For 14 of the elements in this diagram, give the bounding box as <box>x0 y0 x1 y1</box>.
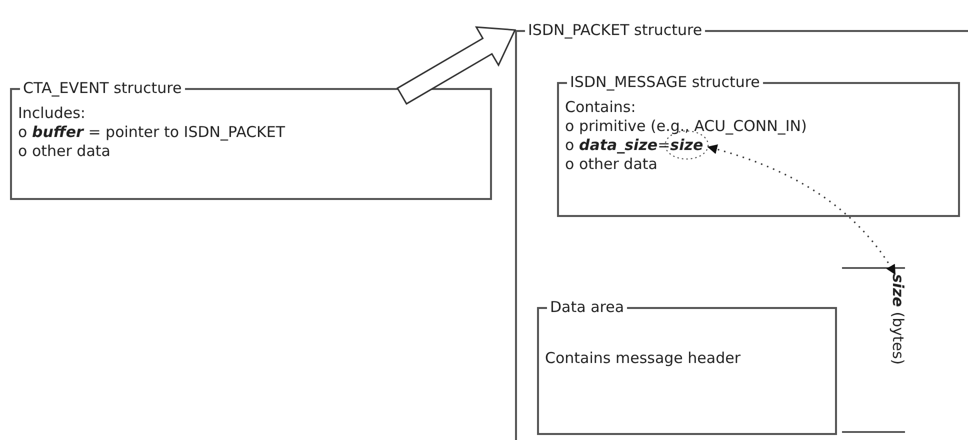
text-line: o data_size=size <box>565 136 704 155</box>
text-line: o other data <box>18 142 110 161</box>
dimension-label: size (bytes) <box>882 274 908 432</box>
text-line: o primitive (e.g., ACU_CONN_IN) <box>565 117 807 136</box>
text-line: Contains message header <box>545 349 741 368</box>
block-arrow <box>396 26 516 105</box>
text-line: Includes: <box>18 104 86 123</box>
text-line: Contains: <box>565 98 636 117</box>
text-line: o other data <box>565 155 658 174</box>
box-title: CTA_EVENT structure <box>20 79 185 97</box>
box-title: ISDN_PACKET structure <box>525 21 706 39</box>
dotted-arrow <box>707 144 896 275</box>
box-title: ISDN_MESSAGE structure <box>567 73 763 91</box>
text-line: o buffer = pointer to ISDN_PACKET <box>18 123 286 142</box>
